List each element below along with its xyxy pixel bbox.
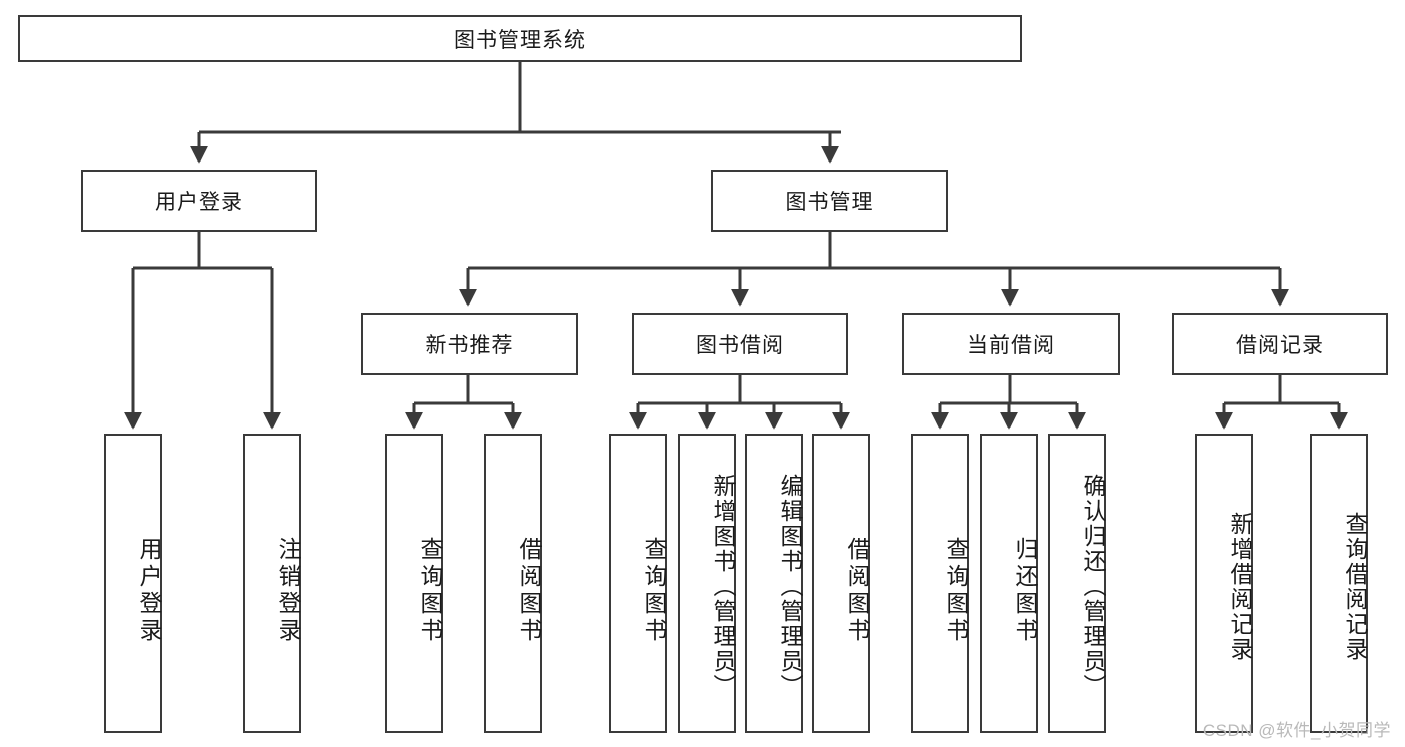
leaf-borrow-book-nbr[interactable]: 借阅图书 — [484, 434, 542, 733]
leaf-confirm-return-admin[interactable]: 确认归还（管理员） — [1048, 434, 1106, 733]
leaf-edit-book-admin[interactable]: 编辑图书（管理员） — [745, 434, 803, 733]
leaf-user-login[interactable]: 用户登录 — [104, 434, 162, 733]
node-book-management[interactable]: 图书管理 — [711, 170, 948, 232]
leaf-query-book-nbr[interactable]: 查询图书 — [385, 434, 443, 733]
leaf-add-borrow-record[interactable]: 新增借阅记录 — [1195, 434, 1253, 733]
leaf-query-borrow-record[interactable]: 查询借阅记录 — [1310, 434, 1368, 733]
leaf-return-book[interactable]: 归还图书 — [980, 434, 1038, 733]
csdn-watermark: CSDN @软件_小贺同学 — [1202, 721, 1391, 740]
leaf-query-book-cb[interactable]: 查询图书 — [911, 434, 969, 733]
leaf-borrow-book-bb[interactable]: 借阅图书 — [812, 434, 870, 733]
node-root-system[interactable]: 图书管理系统 — [18, 15, 1022, 62]
node-current-borrow[interactable]: 当前借阅 — [902, 313, 1120, 375]
node-borrow-record[interactable]: 借阅记录 — [1172, 313, 1388, 375]
leaf-add-book-admin[interactable]: 新增图书（管理员） — [678, 434, 736, 733]
leaf-logout[interactable]: 注销登录 — [243, 434, 301, 733]
node-book-borrow[interactable]: 图书借阅 — [632, 313, 848, 375]
leaf-query-book-bb[interactable]: 查询图书 — [609, 434, 667, 733]
node-new-book-recommend[interactable]: 新书推荐 — [361, 313, 578, 375]
node-user-login[interactable]: 用户登录 — [81, 170, 317, 232]
